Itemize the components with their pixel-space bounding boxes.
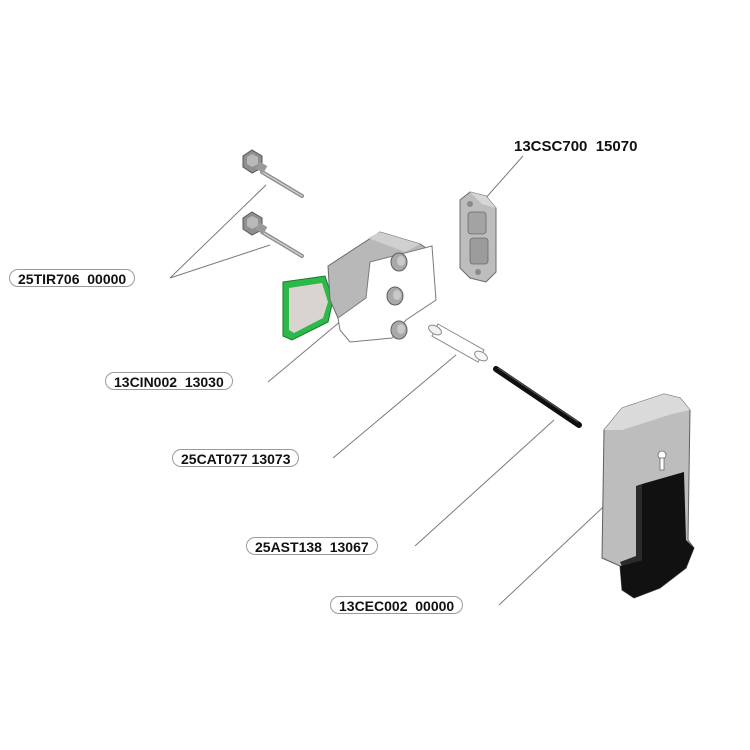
part-label-latch-body: 13CIN002 13030 (105, 372, 233, 390)
part-label-handle-cover: 13CEC002 00000 (330, 596, 464, 614)
leader-line-plastic-pin (332, 354, 457, 459)
handle-cover-illustration (601, 393, 695, 599)
part-label-plastic-pin: 25CAT077 13073 (172, 449, 300, 467)
part-label-screws: 25TIR706 00000 (9, 269, 136, 287)
part-label-lock-plate: 13CSC700 15070 (514, 138, 638, 155)
steel-rod-illustration (493, 366, 582, 428)
lock-plate-illustration (459, 191, 497, 283)
plastic-pin-illustration (428, 323, 488, 363)
leader-line-screw-2 (169, 244, 271, 279)
latch-body-illustration (282, 231, 437, 343)
screw-top (242, 149, 304, 198)
leader-line-lock-plate (483, 155, 524, 201)
part-label-steel-rod: 25AST138 13067 (246, 537, 378, 555)
screw-bottom (242, 211, 304, 258)
leader-lines (169, 155, 635, 606)
keyhole-icon (657, 450, 667, 471)
leader-line-screw-1 (169, 184, 267, 279)
leader-line-steel-rod (414, 419, 555, 547)
